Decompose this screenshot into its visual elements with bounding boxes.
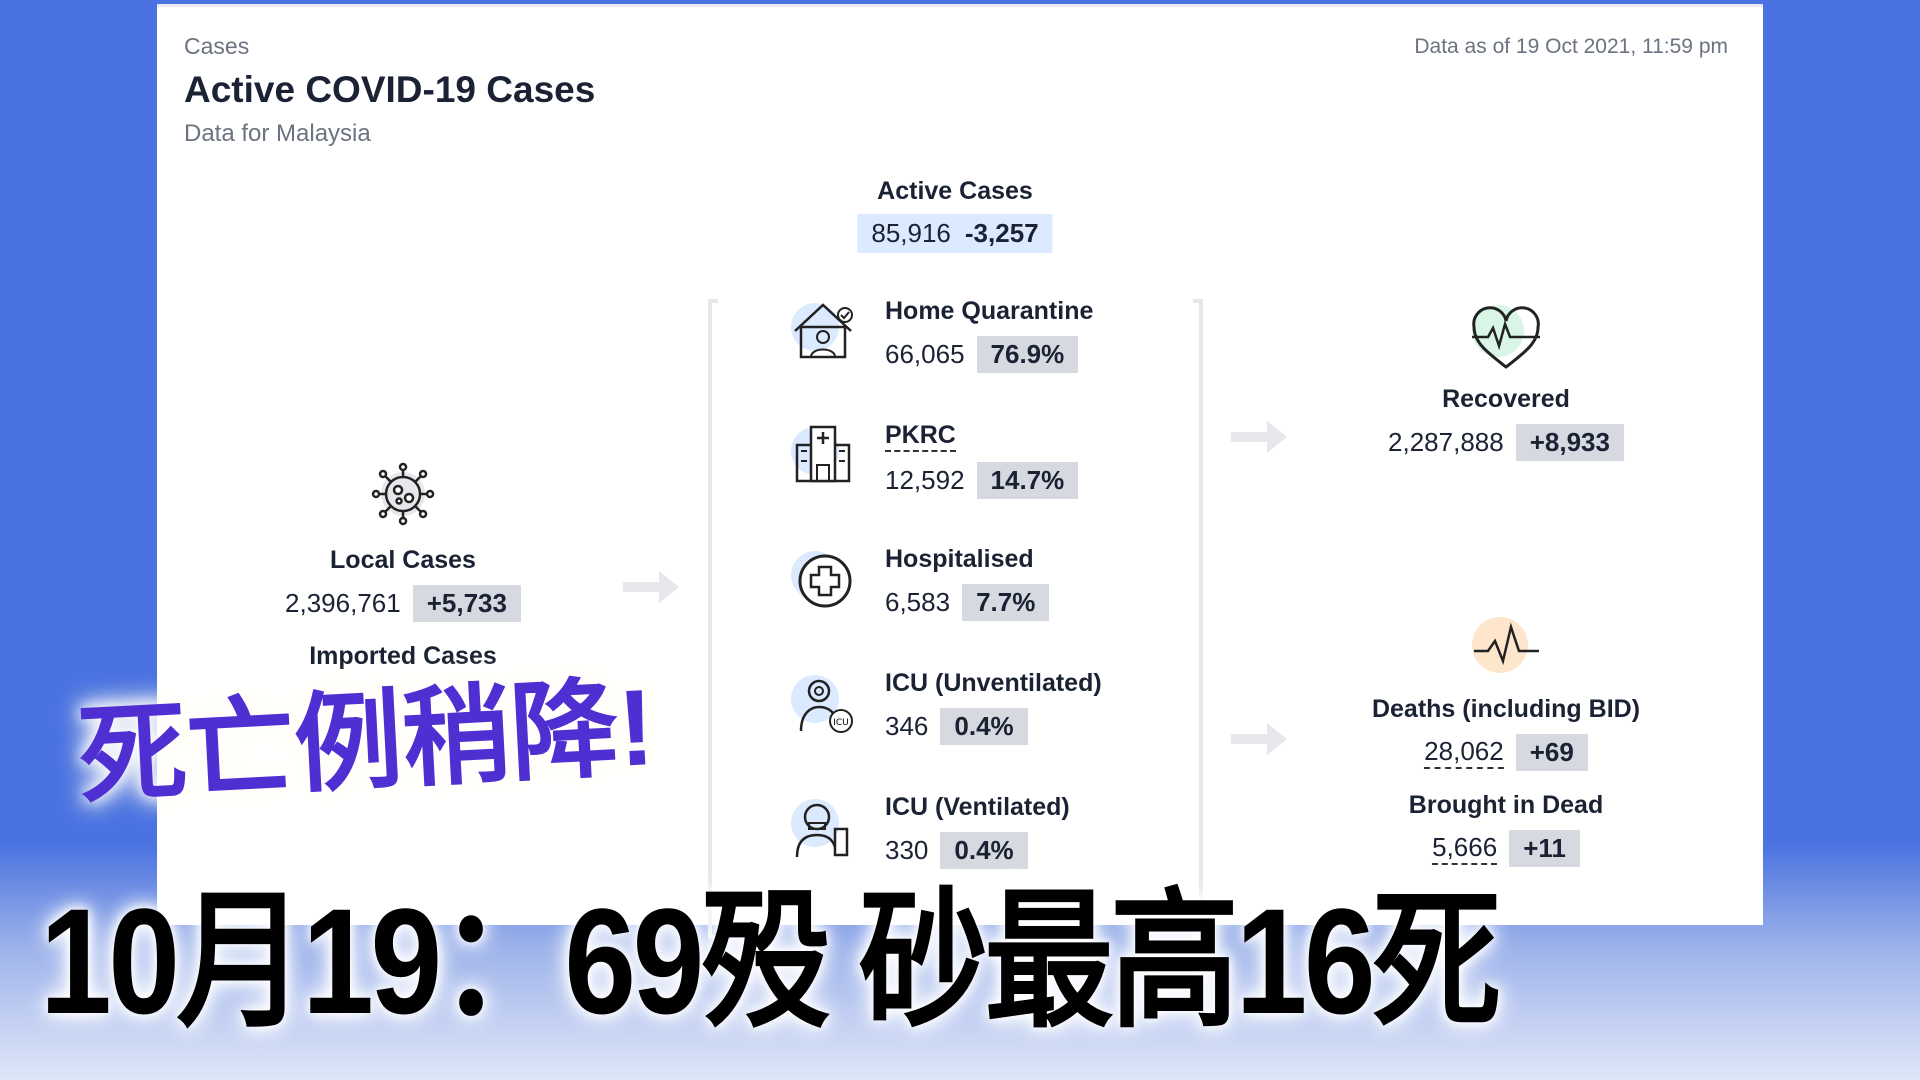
imported-cases-label: Imported Cases [309, 642, 497, 670]
bracket-left [708, 299, 718, 939]
breakdown-label: ICU (Unventilated) [885, 669, 1102, 697]
deaths-change: +69 [1515, 734, 1588, 771]
pulse-icon [1472, 617, 1539, 673]
active-cases-value: 85,916 [871, 218, 951, 248]
recovered-change: +8,933 [1515, 424, 1624, 461]
svg-text:ICU: ICU [833, 718, 849, 728]
page-subtitle: Data for Malaysia [184, 120, 371, 147]
ventilator-icon [791, 799, 849, 858]
caption-overlay: 10月19：69殁 砂最高16死 [40, 877, 1501, 1045]
local-cases-value: 2,396,761 [285, 588, 401, 618]
virus-icon [371, 462, 435, 526]
hospital-building-icon [791, 425, 851, 483]
breakdown-percent: 7.7% [962, 584, 1050, 621]
recovered: Recovered 2,287,888 +8,933 [1388, 303, 1624, 461]
breakdown-row: ICU (Ventilated) 330 0.4% [789, 793, 1070, 869]
breakdown-percent: 14.7% [976, 462, 1079, 499]
local-cases: Local Cases 2,396,761 +5,733 Imported Ca… [285, 462, 521, 671]
local-cases-change: +5,733 [412, 585, 521, 622]
arrow-right-icon [1231, 421, 1287, 453]
medical-cross-icon [791, 551, 852, 608]
page-title: Active COVID-19 Cases [184, 69, 596, 110]
breakdown-value: 6,583 [885, 587, 951, 617]
data-timestamp: Data as of 19 Oct 2021, 11:59 pm [1414, 35, 1728, 58]
active-cases-change: -3,257 [964, 218, 1039, 248]
active-cases: Active Cases 85,916 -3,257 [857, 177, 1053, 253]
heartbeat-icon [1471, 305, 1540, 369]
breakdown-row: Hospitalised 6,583 7.7% [789, 545, 1050, 621]
bracket-right [1193, 299, 1203, 939]
icu-doctor-icon: ICU [791, 675, 853, 733]
recovered-value: 2,287,888 [1388, 427, 1504, 457]
recovered-label: Recovered [1442, 385, 1570, 413]
bid-value[interactable]: 5,666 [1432, 832, 1498, 865]
home-quarantine-icon [791, 303, 853, 359]
arrow-right-icon [623, 571, 679, 603]
local-cases-label: Local Cases [330, 546, 476, 574]
dashboard-card: Cases Active COVID-19 Cases Data for Mal… [157, 4, 1763, 939]
breakdown-value: 330 [885, 835, 929, 865]
breakdown-percent: 0.4% [940, 832, 1028, 869]
deaths: Deaths (including BID) 28,062 +69 Brough… [1372, 615, 1640, 867]
breakdown-value: 346 [885, 711, 929, 741]
section-label: Cases [184, 33, 250, 59]
breakdown-value: 66,065 [885, 339, 965, 369]
breakdown-label: ICU (Ventilated) [885, 793, 1070, 821]
bid-label: Brought in Dead [1408, 791, 1604, 819]
bid-change: +11 [1509, 830, 1580, 867]
breakdown-percent: 76.9% [976, 336, 1079, 373]
breakdown-label[interactable]: PKRC [885, 421, 956, 452]
breakdown-row: PKRC 12,592 14.7% [789, 421, 1079, 499]
breakdown-value: 12,592 [885, 465, 965, 495]
breakdown-row: Home Quarantine 66,065 76.9% [789, 297, 1093, 373]
breakdown-label: Home Quarantine [885, 297, 1094, 325]
headline-overlay: 死亡例稍降! [75, 665, 658, 817]
deaths-value[interactable]: 28,062 [1424, 736, 1504, 769]
deaths-label: Deaths (including BID) [1371, 695, 1641, 723]
breakdown-label: Hospitalised [885, 545, 1034, 573]
arrow-right-icon [1231, 723, 1287, 755]
breakdown-row: ICU ICU (Unventilated) 346 0.4% [789, 669, 1102, 745]
breakdown-percent: 0.4% [940, 708, 1028, 745]
active-cases-label: Active Cases [877, 177, 1033, 205]
